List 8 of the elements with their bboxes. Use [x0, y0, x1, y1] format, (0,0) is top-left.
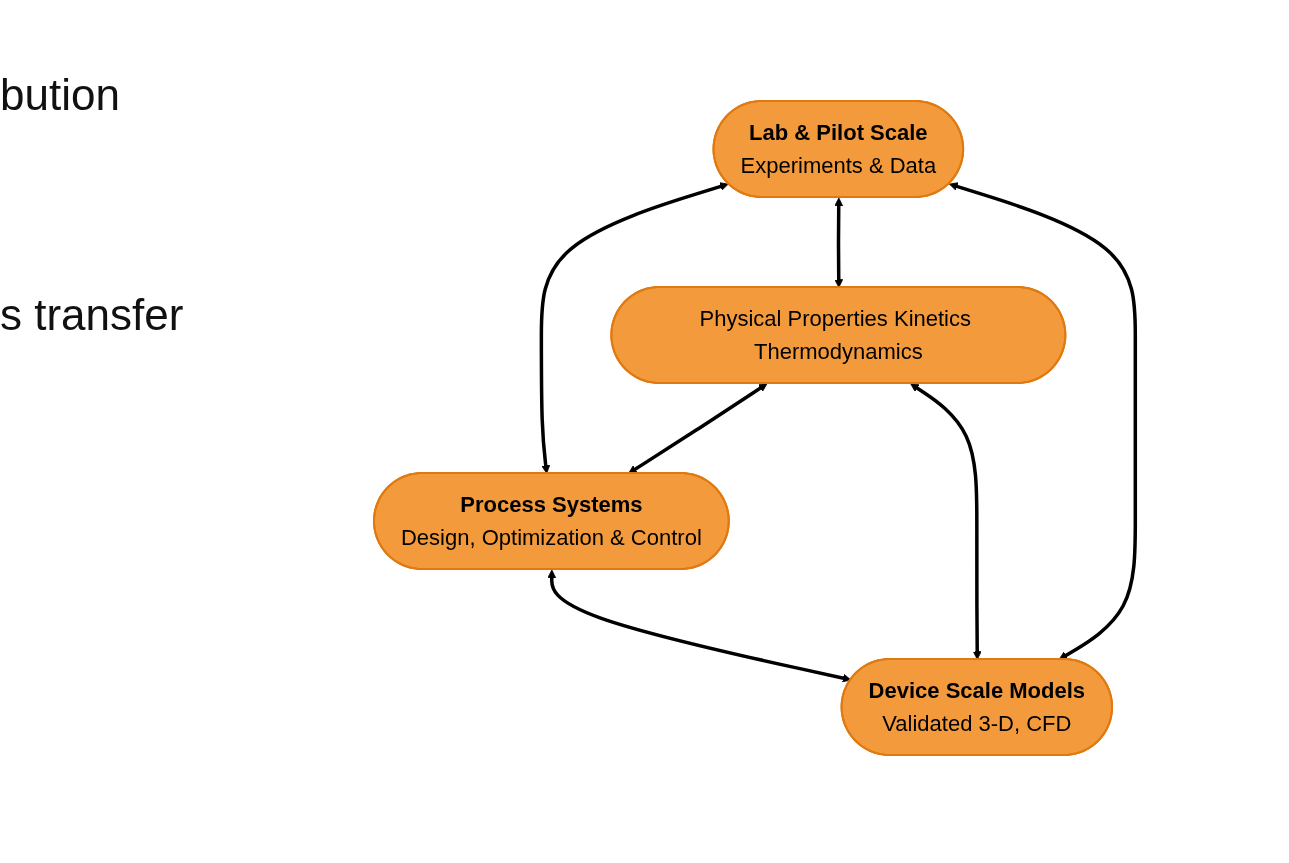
arrow: [910, 382, 982, 660]
arrow: [547, 569, 852, 682]
text-fragment: bution: [0, 70, 121, 120]
arrow: [949, 181, 1138, 660]
arrow: [539, 181, 729, 474]
arrow: [628, 382, 768, 474]
text-fragment: s transfer: [0, 290, 185, 340]
arrow: [834, 197, 844, 288]
